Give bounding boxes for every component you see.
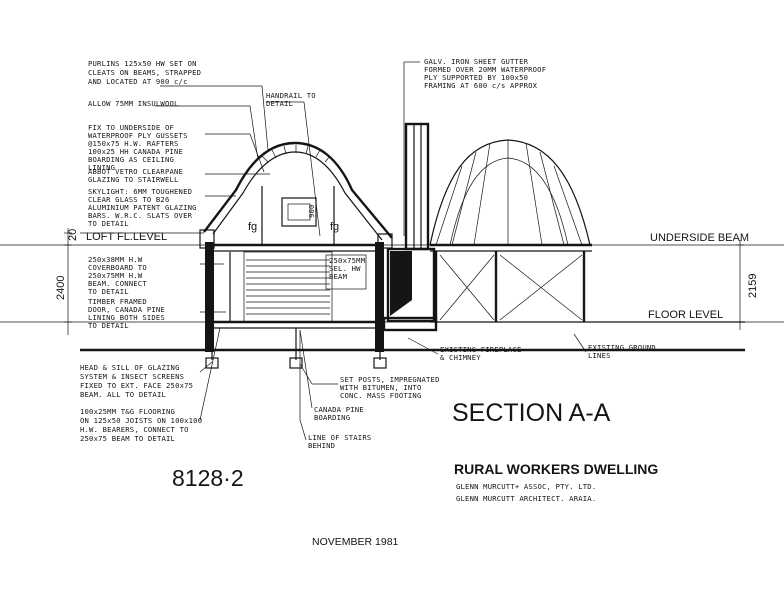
floor-level-label: FLOOR LEVEL bbox=[648, 309, 723, 321]
chimney bbox=[382, 122, 438, 332]
room-tag-1: fg bbox=[248, 221, 257, 233]
underside-beam-label: UNDERSIDE BEAM bbox=[650, 232, 749, 244]
roof-lining bbox=[212, 151, 383, 241]
title-block: SECTION A-A 8128·2 RURAL WORKERS DWELLIN… bbox=[172, 399, 658, 548]
left-wall bbox=[205, 242, 214, 352]
architect-name: GLENN MURCUTT ARCHITECT. ARAIA. bbox=[456, 494, 596, 503]
left-height-dimension: 2400 bbox=[55, 276, 67, 300]
loft-window bbox=[281, 197, 317, 227]
loft-gap-dimension: 20 bbox=[67, 229, 79, 241]
leader-lines bbox=[155, 61, 587, 441]
drawing-number: 8128·2 bbox=[172, 465, 244, 491]
right-height-dimension: 2159 bbox=[747, 274, 759, 298]
svg-text:ALLOW 75MM INSULWOOL: ALLOW 75MM INSULWOOL bbox=[88, 99, 179, 108]
level-labels: LOFT FL.LEVEL FLOOR LEVEL UNDERSIDE BEAM… bbox=[55, 204, 759, 321]
house-section bbox=[199, 141, 393, 369]
barrel-vault-elevation bbox=[429, 139, 745, 323]
roof-profile bbox=[203, 141, 393, 239]
loft-level-label: LOFT FL.LEVEL bbox=[86, 231, 167, 243]
window-dimension: 900 bbox=[307, 204, 316, 218]
dimensions bbox=[64, 228, 744, 335]
footings bbox=[205, 328, 387, 369]
svg-text:EXISTING FIREPLACE& CHIMNEY: EXISTING FIREPLACE& CHIMNEY bbox=[440, 345, 522, 362]
section-title: SECTION A-A bbox=[452, 399, 611, 427]
firm-name: GLENN MURCUTT+ ASSOC, PTY. LTD. bbox=[456, 482, 596, 491]
project-name: RURAL WORKERS DWELLING bbox=[454, 461, 658, 477]
stair-boarding bbox=[246, 259, 330, 315]
right-eave-gutter bbox=[377, 233, 393, 249]
right-wall bbox=[375, 242, 384, 352]
room-tag-2: fg bbox=[330, 221, 339, 233]
date: NOVEMBER 1981 bbox=[312, 536, 399, 548]
